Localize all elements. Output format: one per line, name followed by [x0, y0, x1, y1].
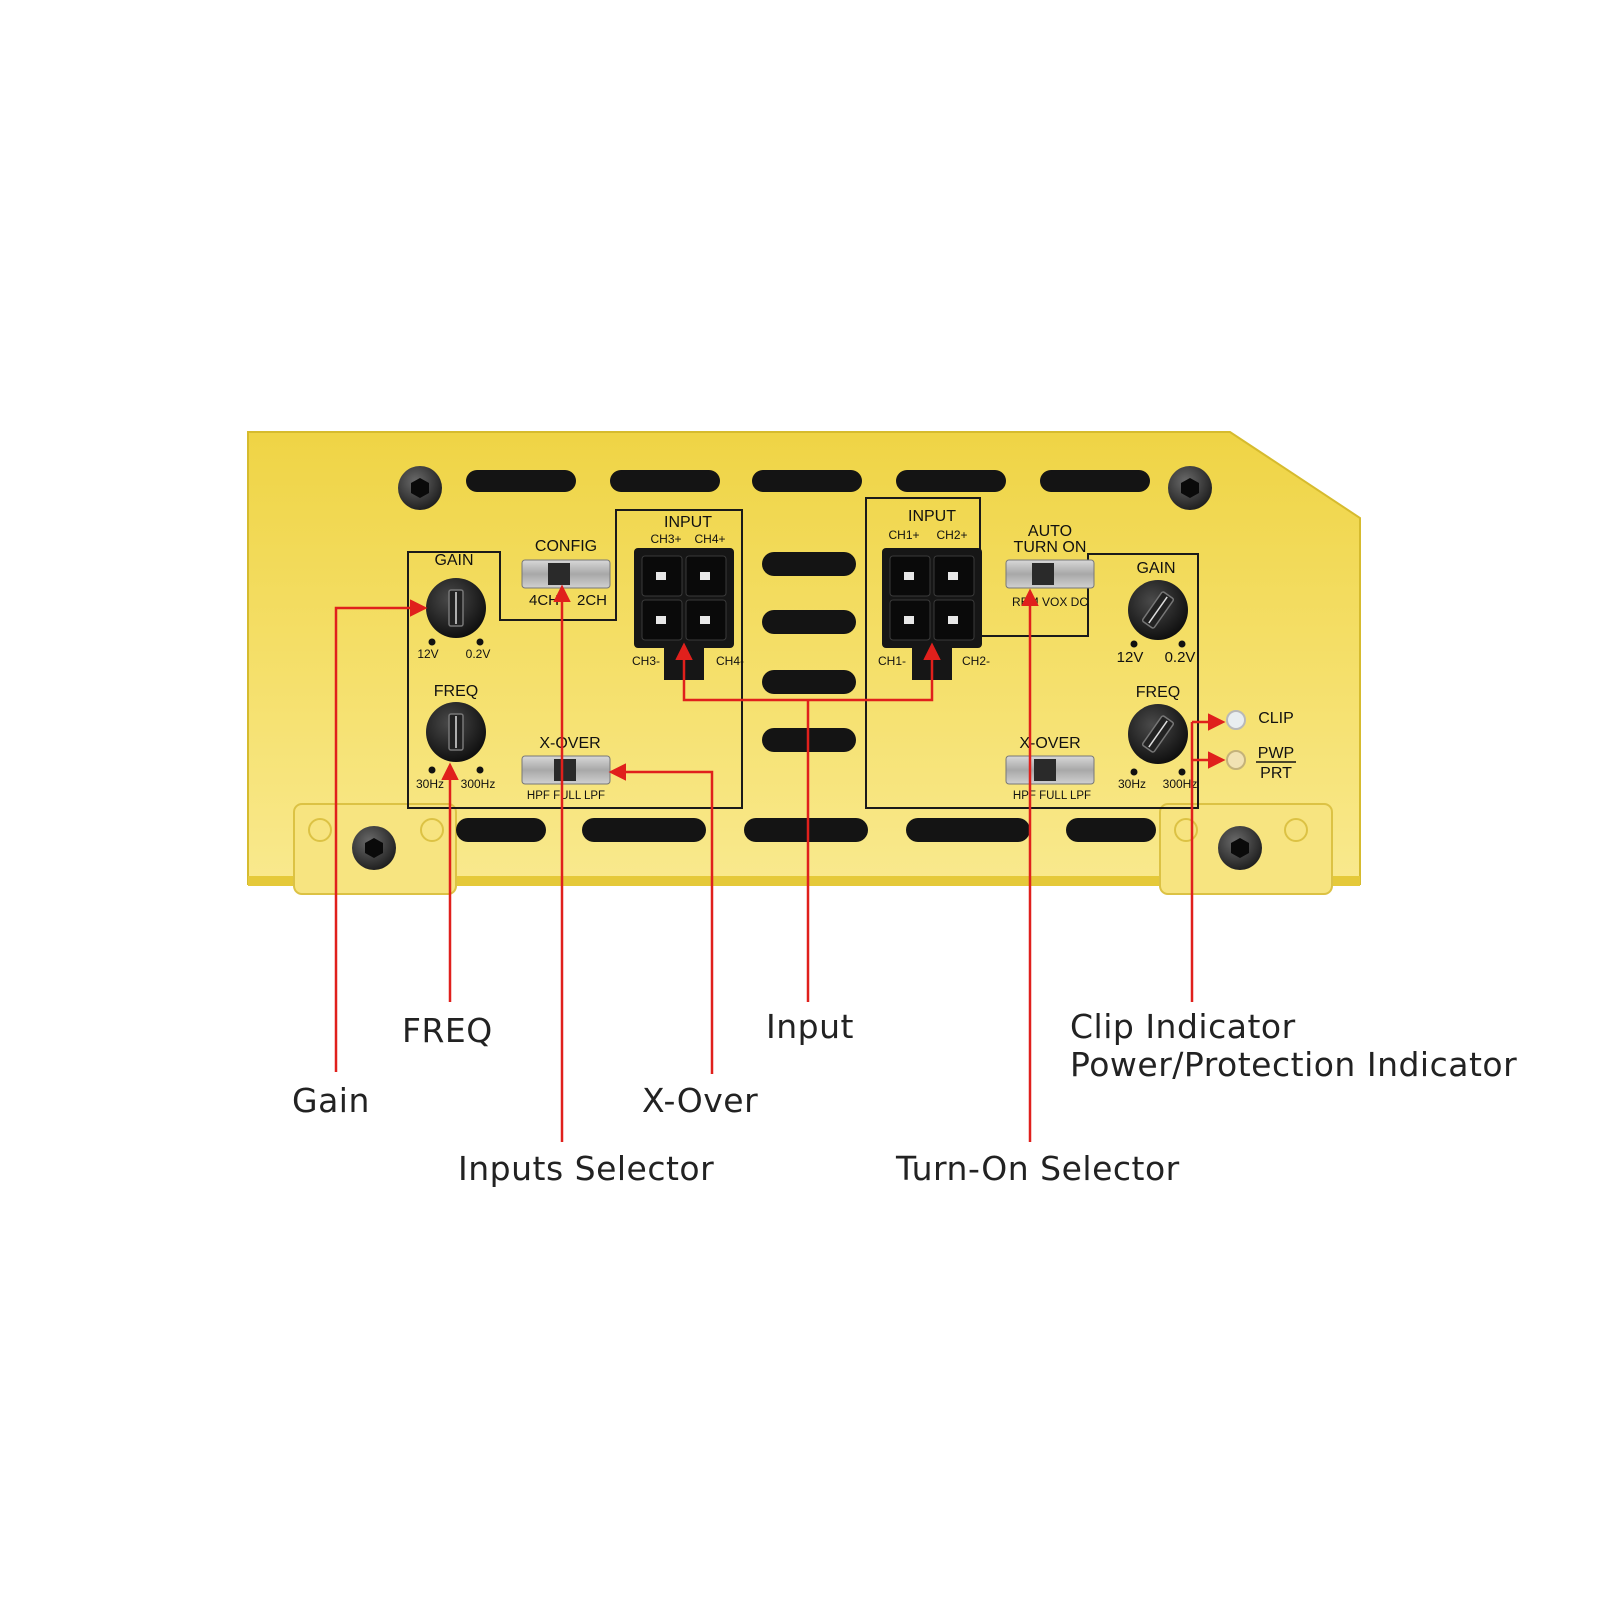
auto-turn-on-title-line2: TURN ON [1014, 539, 1087, 556]
left-gain-knob[interactable] [426, 578, 486, 638]
right-xover-options: HPF FULL LPF [1013, 790, 1091, 802]
input-right-bottom-left-label: CH1- [878, 654, 906, 668]
leader-xover [608, 763, 714, 1074]
input-left-bottom-left-label: CH3- [632, 654, 660, 668]
left-xover-title: X-OVER [539, 735, 600, 752]
left-freq-min-label: 30Hz [416, 777, 444, 791]
pwp-led-label: PWP [1258, 745, 1294, 762]
left-gain-title: GAIN [434, 552, 473, 569]
pwp-prt-led [1226, 750, 1246, 770]
right-freq-knob[interactable] [1128, 704, 1188, 764]
auto-turn-on-switch[interactable] [1005, 559, 1095, 589]
leader-input-right [808, 642, 941, 702]
right-gain-title: GAIN [1136, 560, 1175, 577]
callout-inputs-selector: Inputs Selector [458, 1149, 715, 1188]
callout-turn-on-selector: Turn-On Selector [896, 1149, 1180, 1188]
left-freq-max-label: 300Hz [461, 777, 496, 791]
input-left-top-right-label: CH4+ [694, 532, 725, 546]
right-gain-min-label: 12V [1117, 649, 1144, 666]
left-freq-title: FREQ [434, 683, 478, 700]
left-gain-max-label: 0.2V [466, 647, 491, 661]
auto-turn-on-options: REM VOX DC [1012, 595, 1088, 609]
screw-bottom-right [1218, 826, 1262, 870]
input-left-title: INPUT [664, 514, 712, 531]
left-xover-options: HPF FULL LPF [527, 790, 605, 802]
prt-led-label: PRT [1260, 765, 1292, 782]
right-xover-title: X-OVER [1019, 735, 1080, 752]
callout-input: Input [766, 1007, 854, 1046]
center-vent-slots [762, 552, 856, 752]
callout-freq: FREQ [402, 1011, 493, 1050]
right-freq-title: FREQ [1136, 684, 1180, 701]
right-freq-max-label: 300Hz [1163, 777, 1198, 791]
input-right-top-left-label: CH1+ [888, 528, 919, 542]
right-control-outline [865, 497, 1199, 809]
input-left-bottom-right-label: CH4- [716, 654, 744, 668]
callout-clip-indicator: Clip Indicator [1070, 1007, 1296, 1046]
input-right-top-right-label: CH2+ [936, 528, 967, 542]
left-xover-switch[interactable] [521, 755, 611, 785]
screw-top-left [398, 466, 442, 510]
callout-power-protection-indicator: Power/Protection Indicator [1070, 1045, 1518, 1084]
input-left-top-left-label: CH3+ [650, 532, 681, 546]
left-freq-knob[interactable] [426, 702, 486, 762]
auto-turn-on-title-line1: AUTO [1028, 523, 1072, 540]
input-right-bottom-right-label: CH2- [962, 654, 990, 668]
config-left-label: 4CH [529, 592, 559, 609]
right-freq-min-label: 30Hz [1118, 777, 1146, 791]
callout-gain: Gain [292, 1081, 370, 1120]
right-gain-knob[interactable] [1128, 580, 1188, 640]
config-right-label: 2CH [577, 592, 607, 609]
callout-leader-lines [334, 584, 1226, 1142]
config-switch[interactable] [521, 559, 611, 589]
leader-gain [334, 599, 428, 1072]
screw-bottom-left [352, 826, 396, 870]
left-control-outline [407, 509, 743, 809]
screw-top-right [1168, 466, 1212, 510]
input-right-title: INPUT [908, 508, 956, 525]
chassis-bottom-edge [248, 876, 1360, 886]
top-vent-slots [466, 470, 1150, 492]
leader-input-left [675, 642, 808, 702]
config-title: CONFIG [535, 538, 597, 555]
right-gain-max-label: 0.2V [1165, 649, 1196, 666]
right-xover-switch[interactable] [1005, 755, 1095, 785]
clip-led-label: CLIP [1258, 710, 1294, 727]
left-gain-min-label: 12V [417, 647, 438, 661]
callout-xover: X-Over [642, 1081, 759, 1120]
bottom-vent-slots [456, 818, 1156, 842]
clip-led [1226, 710, 1246, 730]
input-left-connector[interactable] [634, 548, 734, 680]
